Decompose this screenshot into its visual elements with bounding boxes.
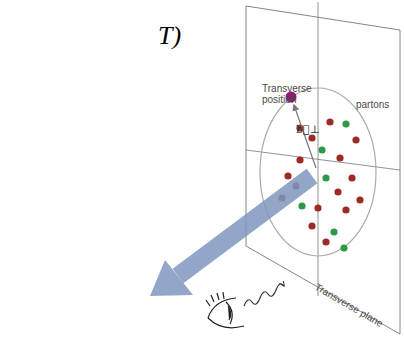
parton-dot <box>348 174 355 181</box>
hadron-outline <box>260 88 376 256</box>
parton-dot <box>330 228 337 235</box>
vector-label: b⃗⊥ <box>296 124 320 136</box>
parton-dot <box>334 188 341 195</box>
parton-dot <box>308 222 315 229</box>
transverse-plane <box>246 6 400 334</box>
parton-dot <box>326 118 333 125</box>
parton-dot <box>340 244 347 251</box>
partons-label: partons <box>356 100 389 111</box>
light-wave <box>244 284 284 306</box>
position-label: Transverse position <box>262 84 322 105</box>
parton-dot <box>322 174 329 181</box>
parton-dot <box>342 206 349 213</box>
parton-dot <box>298 202 305 209</box>
parton-dot <box>352 136 359 143</box>
view-arrowhead <box>150 260 193 296</box>
formula-fragment: T) <box>158 14 181 52</box>
view-arrow <box>178 176 312 276</box>
parton-dot <box>336 154 343 161</box>
eye <box>206 292 244 328</box>
b-vector <box>294 105 316 168</box>
parton-dot <box>356 196 363 203</box>
parton-dot <box>342 120 349 127</box>
parton-dot <box>322 238 329 245</box>
parton-dot <box>318 146 325 153</box>
parton-dot <box>284 172 291 179</box>
parton-dot <box>314 204 321 211</box>
vertical-axis <box>318 2 319 296</box>
parton-dot <box>296 156 303 163</box>
